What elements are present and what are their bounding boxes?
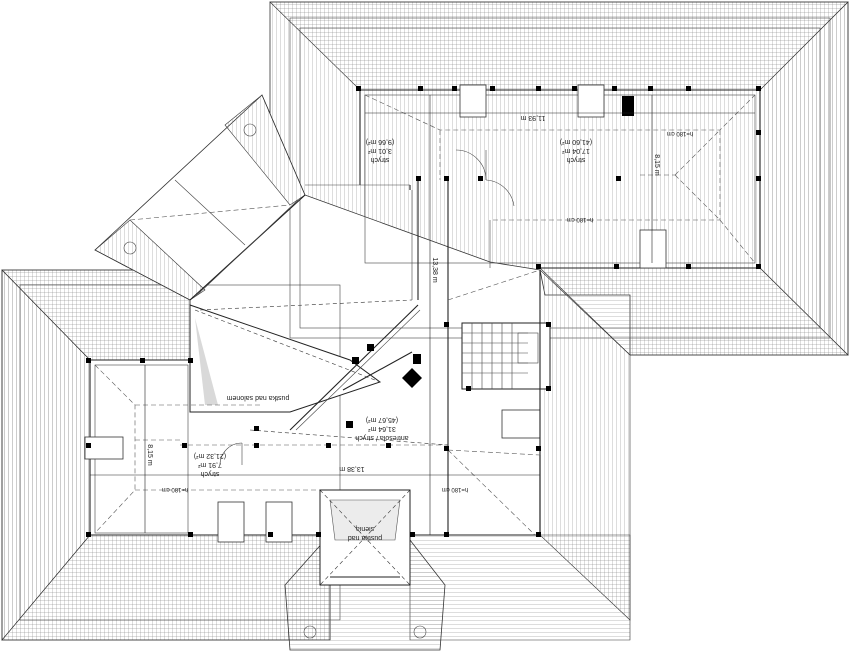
dim-vertical: 13,38 m [431,257,438,282]
void-hall-label-1: pustka nad [348,534,382,541]
room-top-right-area-gross: (41,60 m²) [560,138,592,145]
room-mezzanine-area: 31,64 m² [368,425,396,432]
height-label-1: h=180 cm [667,130,694,136]
dormer-bottom [284,489,446,651]
dimension-lines [90,95,755,535]
dim-top-width: 11,93 m [520,114,545,121]
room-top-left-area: 3,01 m² [367,147,391,154]
height-label-2: h=180 cm [567,216,594,222]
interior-walls [84,84,761,543]
room-top-left-name: strych [371,156,390,163]
height-label-4: h=180 cm [442,486,469,492]
room-top-left-area-gross: (9,66 m²) [366,138,394,145]
labels: strych 3,01 m² (9,66 m²) strych 17,04 m²… [146,114,693,541]
void-salon-label: pustka nad salonem [227,394,290,401]
room-left-area: 7,91 m² [197,461,221,468]
dim-horizontal: 13,38 m [339,465,364,472]
room-top-right-name: strych [567,156,586,163]
room-left-name: strych [201,470,220,477]
posts [86,86,761,537]
room-mezzanine-area-gross: (45,67 m²) [366,416,398,423]
height-label-3: h=180 cm [162,486,189,492]
room-top-right-area: 17,04 m² [562,147,590,154]
dim-top-depth: 8,15 m [653,154,660,176]
room-left-area-gross: (21,32 m²) [194,452,226,459]
room-mezzanine-name: antresola / strych [355,434,408,441]
roof-left [1,269,631,641]
void-hall-label-2: sienią [356,525,374,532]
roof-diagonal-wing [94,94,306,301]
dim-left-depth: 8,15 m [146,444,153,466]
